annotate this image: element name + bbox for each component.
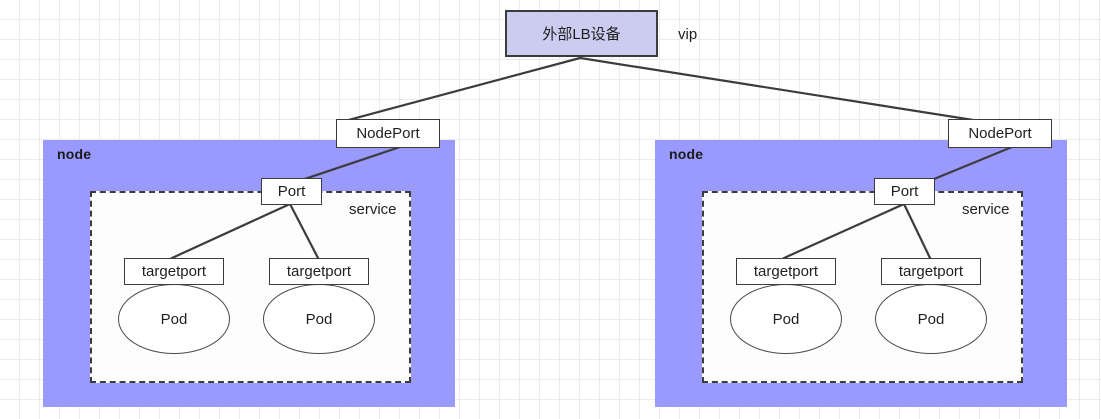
pod-right-2[interactable]: Pod	[875, 284, 987, 354]
targetport-box-right-1[interactable]: targetport	[736, 258, 836, 285]
node-label-left: node	[57, 146, 92, 162]
pod-left-1[interactable]: Pod	[118, 284, 230, 354]
pod-right-1[interactable]: Pod	[730, 284, 842, 354]
pod-left-2[interactable]: Pod	[263, 284, 375, 354]
targetport-box-right-2[interactable]: targetport	[881, 258, 981, 285]
service-label-right: service	[962, 201, 1010, 218]
edge-lb-to-nodeport-left	[339, 56, 582, 124]
targetport-label: targetport	[898, 263, 964, 280]
pod-label: Pod	[305, 310, 333, 328]
node-label-right: node	[669, 146, 704, 162]
pod-label: Pod	[772, 310, 800, 328]
pod-label: Pod	[160, 310, 188, 328]
port-label: Port	[277, 183, 306, 200]
vip-label: vip	[678, 26, 698, 43]
service-container-right[interactable]	[702, 191, 1023, 383]
pod-label: Pod	[917, 310, 945, 328]
port-label: Port	[890, 183, 919, 200]
port-box-right[interactable]: Port	[874, 178, 935, 205]
targetport-box-left-2[interactable]: targetport	[269, 258, 369, 285]
external-lb-label: 外部LB设备	[542, 26, 621, 43]
nodeport-box-left[interactable]: NodePort	[336, 119, 440, 148]
targetport-box-left-1[interactable]: targetport	[124, 258, 224, 285]
nodeport-label: NodePort	[968, 125, 1032, 142]
external-lb-box[interactable]: 外部LB设备	[505, 10, 658, 57]
targetport-label: targetport	[753, 263, 819, 280]
targetport-label: targetport	[286, 263, 352, 280]
port-box-left[interactable]: Port	[261, 178, 322, 205]
nodeport-label: NodePort	[356, 125, 420, 142]
service-container-left[interactable]	[90, 191, 411, 383]
targetport-label: targetport	[141, 263, 207, 280]
nodeport-box-right[interactable]: NodePort	[948, 119, 1052, 148]
service-label-left: service	[349, 201, 397, 218]
